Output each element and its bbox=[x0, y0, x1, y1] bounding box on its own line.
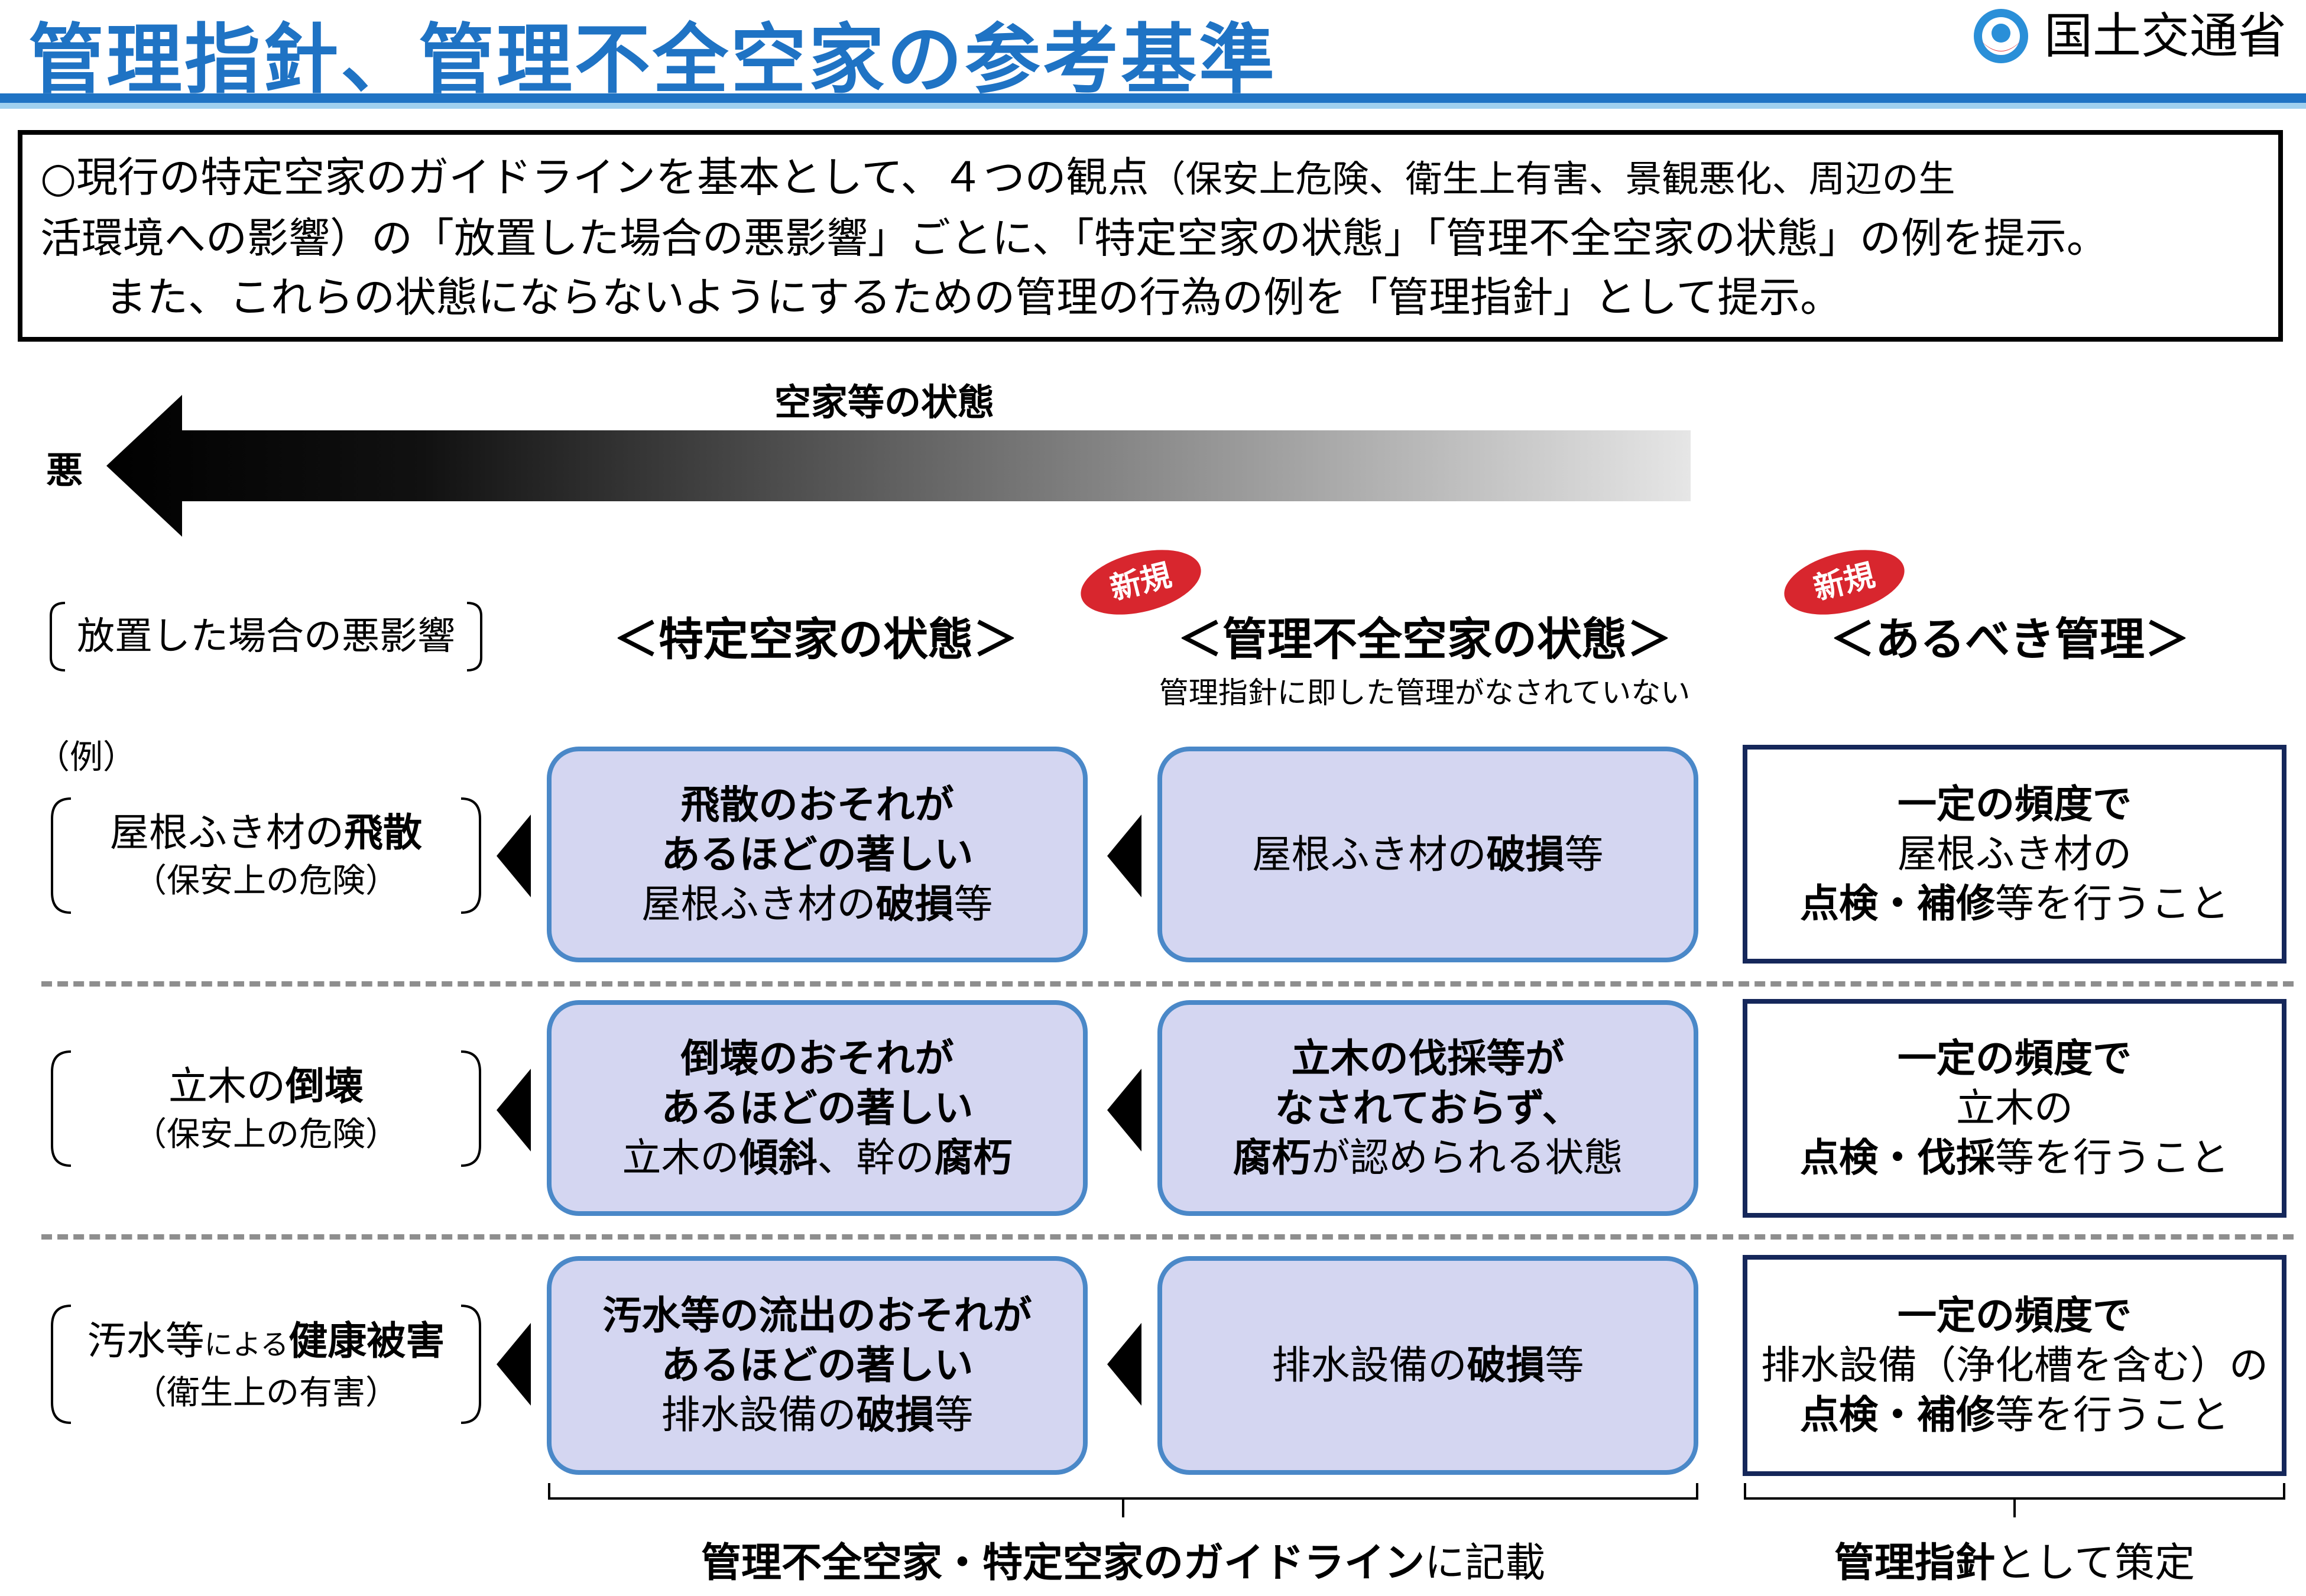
kanri-fuzen-column-subheader: 管理指針に即した管理がなされていない bbox=[1159, 676, 1691, 710]
tokutei-state-box: 飛散のおそれが あるほどの著しい 屋根ふき材の破損等 bbox=[547, 747, 1088, 962]
new-badge-icon bbox=[1081, 550, 1201, 615]
arubeki-kanri-box: 一定の頻度で 屋根ふき材の 点検・補修等を行うこと bbox=[1743, 745, 2286, 964]
kanri-fuzen-state-box: 排水設備の破損等 bbox=[1157, 1256, 1698, 1475]
tokutei-state-box: 汚水等の流出のおそれが あるほどの著しい 排水設備の破損等 bbox=[547, 1256, 1088, 1475]
left-arrow-icon bbox=[497, 815, 531, 897]
arubeki-column-header: ＜あるべき管理＞ bbox=[1830, 613, 2190, 666]
ministry-name: 国土交通省 bbox=[2044, 8, 2287, 64]
title-underline bbox=[0, 93, 2306, 103]
example-label: （例） bbox=[37, 738, 136, 777]
row-divider bbox=[41, 981, 2294, 987]
effect-column-header: 放置した場合の悪影響 bbox=[77, 615, 455, 658]
page-title: 管理指針、管理不全空家の参考基準 bbox=[28, 16, 1277, 104]
summary-line-3: また、これらの状態にならないようにするための管理の行為の例を「管理指針」として提… bbox=[105, 273, 1842, 322]
guideline-brace bbox=[548, 1483, 1698, 1517]
new-badge-icon bbox=[1784, 550, 1905, 615]
effect-label: 汚水等による健康被害 （衛生上の有害） bbox=[87, 1318, 445, 1412]
summary-line-1: ○現行の特定空家のガイドラインを基本として、４つの観点（保安上危険、衛生上有害、… bbox=[40, 153, 1955, 202]
tokutei-state-box: 倒壊のおそれが あるほどの著しい 立木の傾斜、幹の腐朽 bbox=[547, 1000, 1088, 1216]
ministry-logo: 国土交通省 bbox=[1968, 4, 2299, 69]
shishin-footer: 管理指針として策定 bbox=[1834, 1540, 2195, 1587]
left-arrow-icon bbox=[1107, 1069, 1141, 1151]
kanri-fuzen-state-box: 立木の伐採等が なされておらず、 腐朽が認められる状態 bbox=[1157, 1000, 1698, 1216]
arubeki-kanri-box: 一定の頻度で 排水設備（浄化槽を含む）の 点検・補修等を行うこと bbox=[1743, 1255, 2286, 1476]
left-arrow-icon bbox=[1107, 815, 1141, 897]
left-arrow-icon bbox=[497, 1069, 531, 1151]
title-underline-light bbox=[0, 103, 2306, 109]
kanri-fuzen-state-box: 屋根ふき材の破損等 bbox=[1157, 747, 1698, 962]
left-arrow-icon bbox=[1107, 1323, 1141, 1406]
effect-label: 立木の倒壊 （保安上の危険） bbox=[134, 1063, 398, 1154]
summary-line-2: 活環境への影響）の「放置した場合の悪影響」ごとに、「特定空家の状態」「管理不全空… bbox=[40, 214, 2108, 262]
guideline-footer: 管理不全空家・特定空家のガイドラインに記載 bbox=[700, 1540, 1546, 1587]
effect-bracket bbox=[51, 1305, 481, 1424]
row-divider bbox=[41, 1234, 2294, 1240]
kanri-fuzen-column-header: ＜管理不全空家の状態＞ bbox=[1178, 613, 1672, 666]
mlit-emblem-icon bbox=[1974, 9, 2028, 63]
effect-label: 屋根ふき材の飛散 （保安上の危険） bbox=[110, 810, 422, 900]
arubeki-kanri-box: 一定の頻度で 立木の 点検・伐採等を行うこと bbox=[1743, 999, 2286, 1218]
shishin-brace bbox=[1744, 1483, 2285, 1517]
left-arrow-icon bbox=[497, 1323, 531, 1406]
summary-box: ○現行の特定空家のガイドラインを基本として、４つの観点（保安上危険、衛生上有害、… bbox=[18, 130, 2283, 342]
arrow-bad-label: 悪 bbox=[46, 449, 83, 492]
arrow-label: 空家等の状態 bbox=[774, 381, 995, 424]
condition-arrow bbox=[106, 395, 1691, 537]
effect-bracket bbox=[51, 1050, 481, 1167]
effect-bracket bbox=[51, 797, 481, 914]
effect-header-bracket bbox=[50, 602, 482, 672]
tokutei-column-header: ＜特定空家の状態＞ bbox=[614, 613, 1018, 666]
